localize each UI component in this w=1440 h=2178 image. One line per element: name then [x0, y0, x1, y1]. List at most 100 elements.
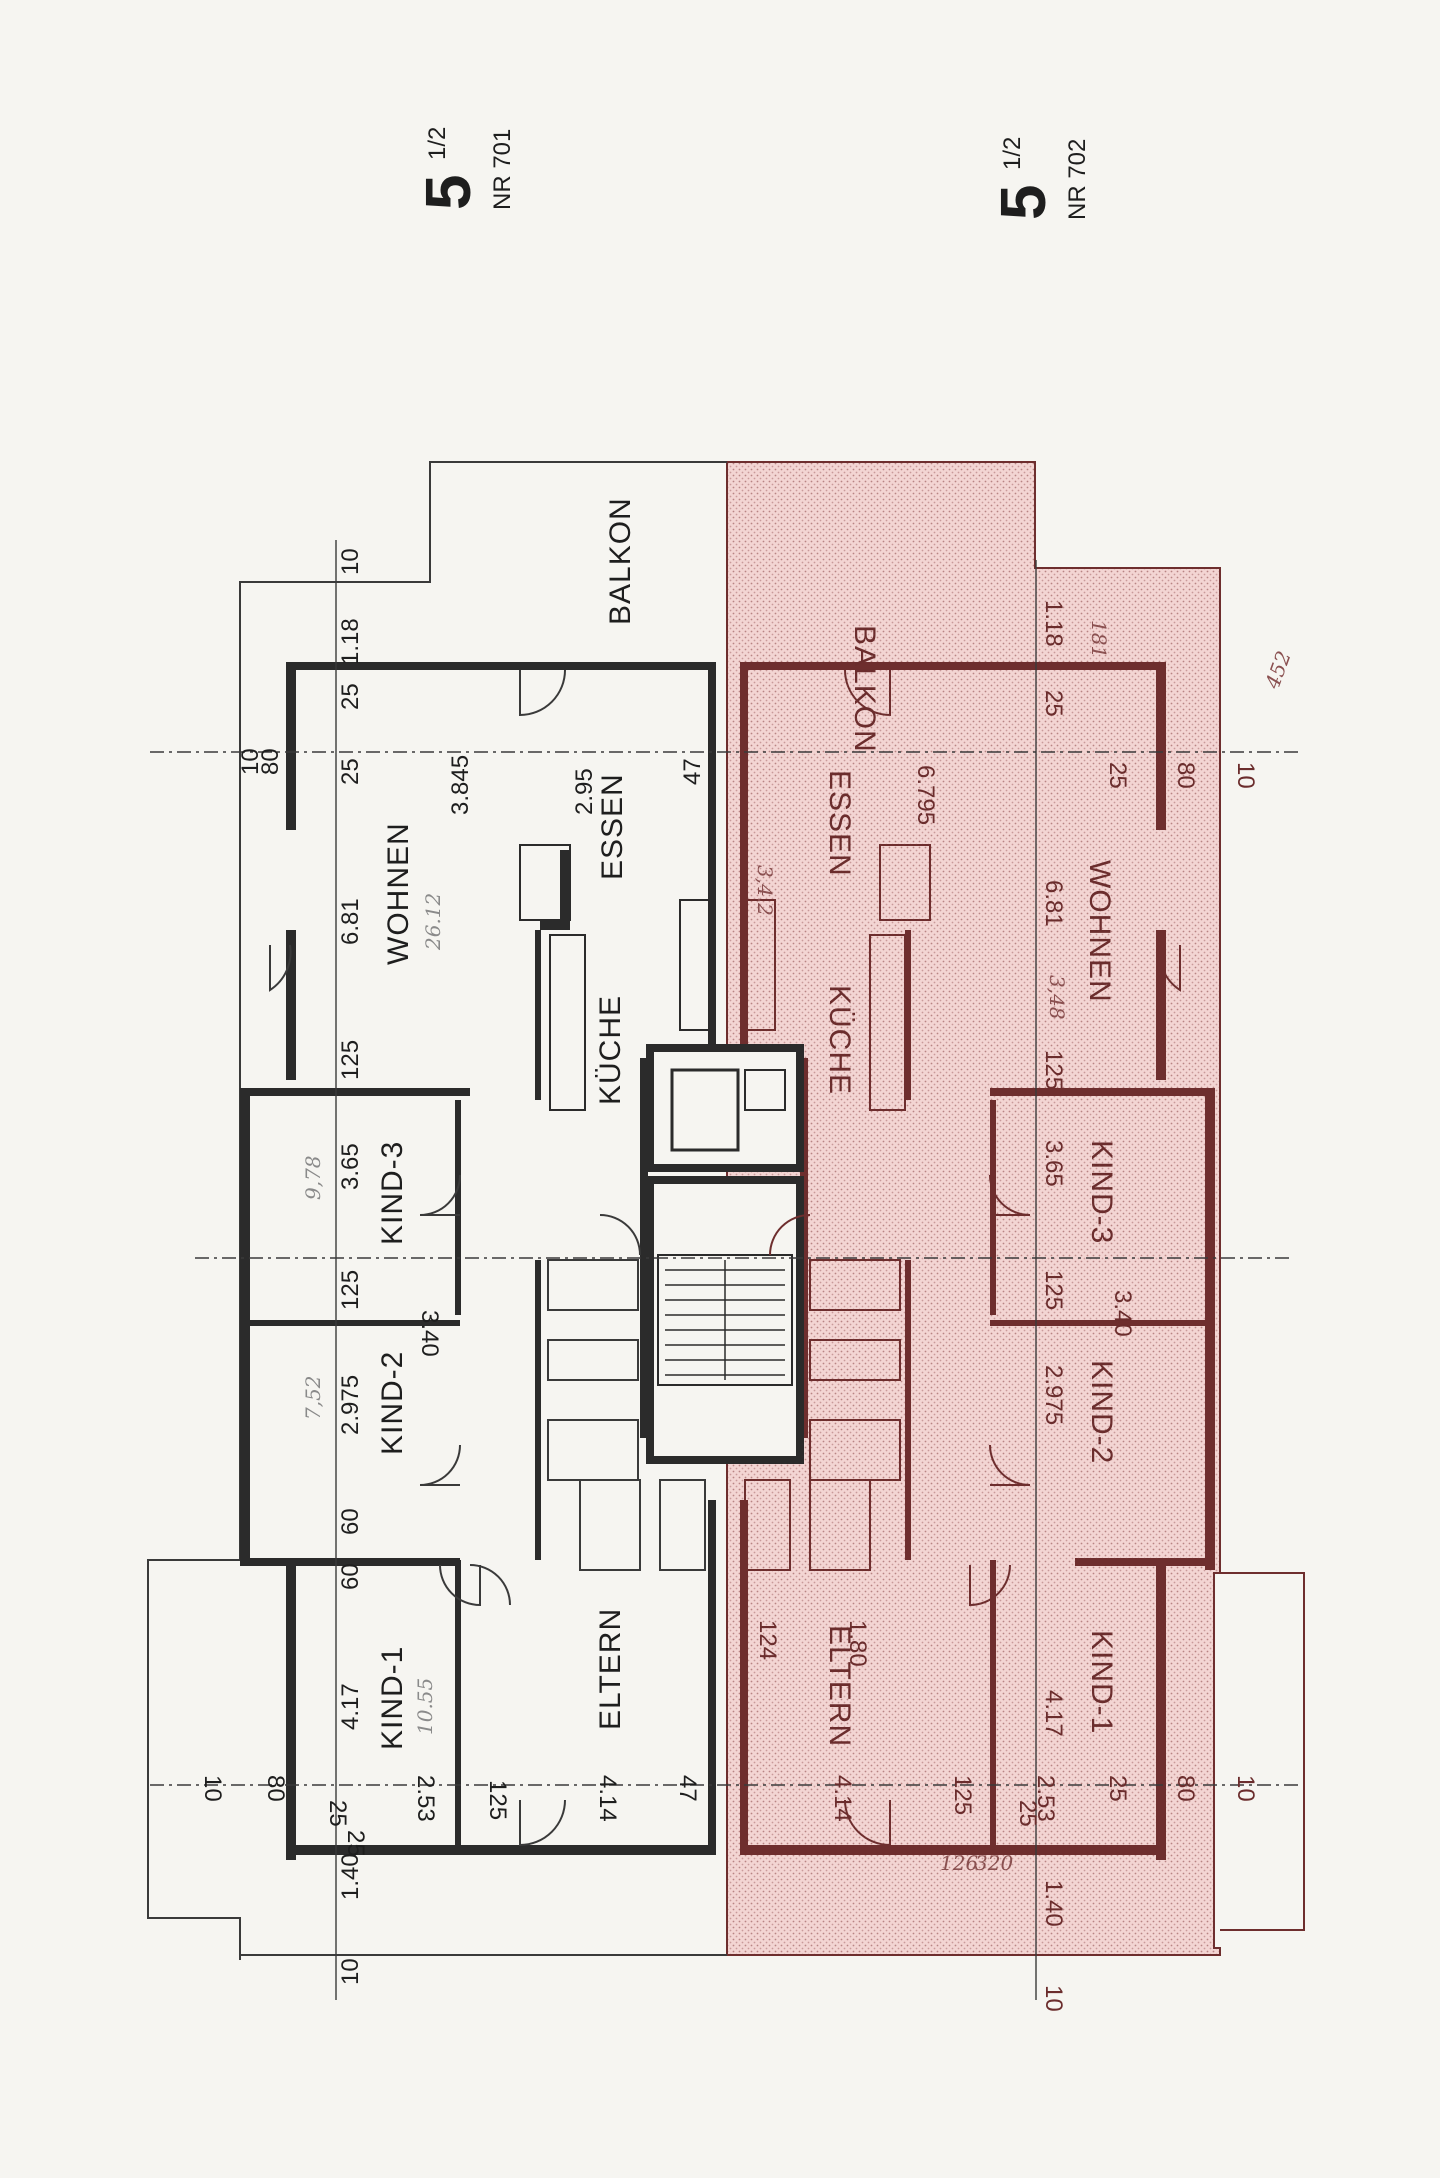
svg-text:NR 702: NR 702 — [1064, 139, 1091, 220]
svg-text:25: 25 — [1014, 1800, 1041, 1827]
svg-text:6.795: 6.795 — [912, 765, 939, 825]
svg-text:1.80: 1.80 — [844, 1620, 871, 1667]
walls-left — [240, 662, 716, 1860]
walls-right — [740, 662, 1215, 1860]
label-kueche: KÜCHE — [594, 995, 627, 1105]
svg-text:25: 25 — [1104, 1775, 1131, 1802]
label-eltern: ELTERN — [594, 1608, 627, 1730]
svg-text:1/2: 1/2 — [999, 137, 1026, 170]
svg-text:1.40: 1.40 — [337, 1853, 364, 1900]
svg-text:80: 80 — [262, 1775, 289, 1802]
label-kueche-r: KÜCHE — [823, 985, 856, 1095]
bathrooms-right — [744, 1259, 901, 1571]
svg-text:181: 181 — [1087, 620, 1111, 658]
svg-text:10: 10 — [1040, 1985, 1067, 2012]
svg-text:6.81: 6.81 — [337, 898, 364, 945]
label-kind2: KIND-2 — [376, 1351, 409, 1455]
bathrooms-left — [547, 1259, 706, 1571]
svg-text:3,4.2: 3,4.2 — [753, 865, 777, 916]
dimensions-left: 10 1.18 25 25 80 10 3.845 2.95 47 6.81 1… — [199, 548, 706, 1985]
label-essen-r: ESSEN — [823, 770, 856, 877]
svg-text:2.53: 2.53 — [1032, 1775, 1059, 1822]
svg-text:125: 125 — [484, 1780, 511, 1820]
svg-text:125: 125 — [949, 1775, 976, 1815]
svg-text:47: 47 — [674, 1775, 701, 1802]
svg-text:47: 47 — [679, 758, 706, 785]
label-kind1-r: KIND-1 — [1085, 1630, 1118, 1734]
label-kind3-r: KIND-3 — [1085, 1140, 1118, 1244]
svg-text:125: 125 — [1040, 1050, 1067, 1090]
svg-text:25: 25 — [1040, 690, 1067, 717]
svg-text:4.17: 4.17 — [337, 1683, 364, 1730]
svg-text:80: 80 — [1172, 762, 1199, 789]
svg-text:60: 60 — [337, 1563, 364, 1590]
svg-text:1.18: 1.18 — [337, 618, 364, 665]
unit-title-702: 5 1/2 NR 702 — [987, 137, 1091, 220]
dimensions-right: 1.18 25 25 80 10 6.795 6.81 125 3.65 125… — [754, 600, 1259, 2012]
svg-text:10: 10 — [237, 748, 264, 775]
svg-text:80: 80 — [1172, 1775, 1199, 1802]
svg-text:25: 25 — [337, 758, 364, 785]
axis-lines — [150, 540, 1300, 2000]
label-wohnen-r: WOHNEN — [1083, 860, 1116, 1003]
svg-text:3,48: 3,48 — [1045, 975, 1069, 1020]
svg-text:NR 701: NR 701 — [489, 129, 516, 210]
svg-text:3.845: 3.845 — [447, 755, 474, 815]
label-balkon-r: BALKON — [848, 625, 881, 753]
svg-text:452: 452 — [1260, 648, 1296, 693]
svg-text:25: 25 — [324, 1800, 351, 1827]
svg-text:125: 125 — [337, 1270, 364, 1310]
svg-text:320: 320 — [975, 1851, 1013, 1875]
svg-text:2.53: 2.53 — [412, 1775, 439, 1822]
svg-text:10: 10 — [199, 1775, 226, 1802]
svg-text:4.17: 4.17 — [1040, 1690, 1067, 1737]
outline-right — [1034, 462, 1305, 1931]
label-kind3: KIND-3 — [376, 1141, 409, 1245]
svg-text:60: 60 — [337, 1508, 364, 1535]
room-labels-right: BALKON WOHNEN ESSEN KÜCHE KIND-3 KIND-2 … — [823, 625, 1118, 1747]
svg-text:126: 126 — [940, 1851, 978, 1875]
svg-text:1.18: 1.18 — [1040, 600, 1067, 647]
svg-text:10: 10 — [337, 1958, 364, 1985]
svg-text:7,52: 7,52 — [301, 1375, 325, 1420]
svg-text:80: 80 — [257, 748, 284, 775]
svg-text:124: 124 — [754, 1620, 781, 1660]
svg-text:3.40: 3.40 — [416, 1310, 443, 1357]
label-kind2-r: KIND-2 — [1085, 1360, 1118, 1464]
svg-text:2.975: 2.975 — [1040, 1365, 1067, 1425]
doors-left — [269, 669, 641, 1847]
svg-text:10: 10 — [337, 548, 364, 575]
svg-text:5: 5 — [987, 184, 1059, 220]
svg-text:26.12: 26.12 — [421, 893, 445, 951]
svg-text:1.40: 1.40 — [1040, 1880, 1067, 1927]
svg-text:6.81: 6.81 — [1040, 880, 1067, 927]
label-essen: ESSEN — [596, 773, 629, 880]
svg-text:9,78: 9,78 — [301, 1155, 325, 1200]
unit-title-701: 5 1/2 NR 701 — [412, 127, 516, 210]
svg-text:3.65: 3.65 — [337, 1143, 364, 1190]
doors-right — [769, 669, 1181, 1847]
svg-text:1/2: 1/2 — [424, 127, 451, 160]
svg-text:25: 25 — [1104, 762, 1131, 789]
svg-text:10: 10 — [1232, 762, 1259, 789]
svg-text:25: 25 — [337, 683, 364, 710]
svg-text:3.65: 3.65 — [1040, 1140, 1067, 1187]
svg-text:10.55: 10.55 — [413, 1678, 437, 1735]
svg-text:2.975: 2.975 — [337, 1375, 364, 1435]
svg-text:4.14: 4.14 — [829, 1775, 856, 1822]
svg-text:125: 125 — [337, 1040, 364, 1080]
outline-left — [147, 461, 727, 1960]
stair-core — [646, 1044, 804, 1464]
svg-text:125: 125 — [1040, 1270, 1067, 1310]
label-eltern-r: ELTERN — [823, 1625, 856, 1747]
room-labels-left: BALKON WOHNEN ESSEN KÜCHE KIND-3 KIND-2 … — [376, 497, 637, 1750]
label-balkon: BALKON — [604, 497, 637, 625]
svg-text:2.95: 2.95 — [571, 768, 598, 815]
svg-text:4.14: 4.14 — [594, 1775, 621, 1822]
label-wohnen: WOHNEN — [382, 822, 415, 965]
svg-text:25: 25 — [342, 1830, 369, 1857]
svg-text:10: 10 — [1232, 1775, 1259, 1802]
svg-text:5: 5 — [412, 174, 484, 210]
label-kind1: KIND-1 — [376, 1646, 409, 1750]
